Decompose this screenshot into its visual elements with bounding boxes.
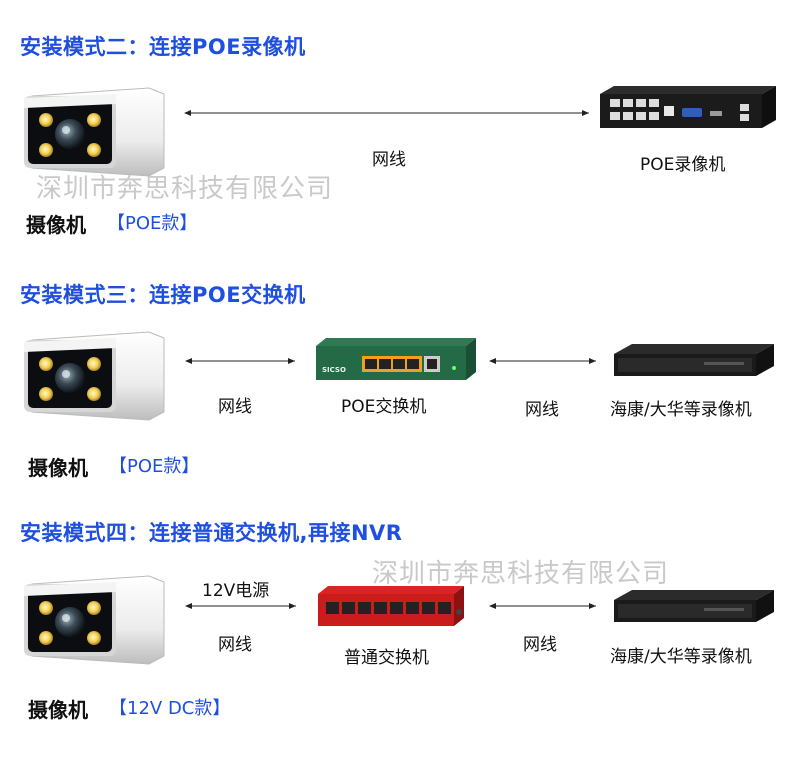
section2-camera-title: 摄像机 bbox=[26, 213, 86, 237]
section4-switch-label: 普通交换机 bbox=[344, 648, 429, 668]
section2-cable-arrow bbox=[184, 110, 589, 116]
section2-link-label: 网线 bbox=[372, 150, 406, 170]
section4-recorder-label: 海康/大华等录像机 bbox=[610, 647, 752, 667]
section4-power-label: 12V电源 bbox=[202, 581, 270, 601]
section3-heading: 安装模式三：连接POE交换机 bbox=[20, 283, 306, 307]
section2-device-label: POE录像机 bbox=[640, 155, 726, 175]
section3-recorder-image bbox=[614, 344, 774, 376]
section4-camera-title: 摄像机 bbox=[28, 698, 88, 722]
section2-camera-image bbox=[23, 87, 165, 177]
section2-poe-nvr-image bbox=[600, 86, 776, 128]
section3-link1-label: 网线 bbox=[218, 397, 252, 417]
section4-camera-tag: 【12V DC款】 bbox=[109, 698, 231, 719]
section3-poe-switch-image: SICSO bbox=[316, 338, 476, 380]
section4-heading: 安装模式四：连接普通交换机,再接NVR bbox=[20, 521, 403, 545]
switch-brand-text: SICSO bbox=[322, 366, 346, 374]
section4-link1-label: 网线 bbox=[218, 635, 252, 655]
section4-recorder-image bbox=[614, 590, 774, 622]
section3-cable-arrow-2 bbox=[489, 358, 596, 364]
section4-link2-label: 网线 bbox=[523, 635, 557, 655]
section4-cable-arrow-1 bbox=[185, 603, 296, 609]
section3-camera-tag: 【POE款】 bbox=[109, 456, 200, 477]
watermark-top: 深圳市奔思科技有限公司 bbox=[36, 174, 334, 204]
section3-camera-image bbox=[23, 331, 165, 421]
section2-camera-tag: 【POE款】 bbox=[107, 213, 198, 234]
section3-link2-label: 网线 bbox=[525, 400, 559, 420]
section4-cable-arrow-2 bbox=[489, 603, 596, 609]
section3-recorder-label: 海康/大华等录像机 bbox=[610, 400, 752, 420]
watermark-bottom: 深圳市奔思科技有限公司 bbox=[372, 559, 670, 589]
section3-switch-label: POE交换机 bbox=[341, 397, 427, 417]
section3-camera-title: 摄像机 bbox=[28, 456, 88, 480]
section2-heading: 安装模式二：连接POE录像机 bbox=[20, 35, 306, 59]
section4-camera-image bbox=[23, 575, 165, 665]
section4-switch-image bbox=[318, 586, 464, 626]
section3-cable-arrow-1 bbox=[185, 358, 295, 364]
